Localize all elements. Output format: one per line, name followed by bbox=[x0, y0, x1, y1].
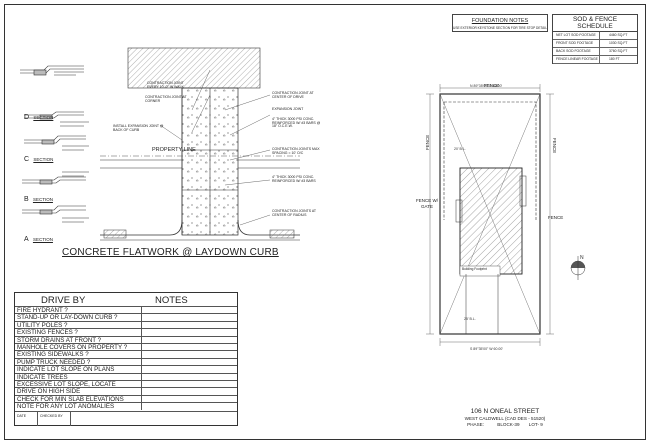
footer-date: DATE bbox=[17, 414, 27, 418]
fence-label-top: FENCE bbox=[484, 83, 500, 88]
drive-by-note-cell[interactable] bbox=[142, 313, 237, 320]
svg-text:N 89°35'00" E 60.00': N 89°35'00" E 60.00' bbox=[470, 84, 503, 88]
drive-by-note-cell[interactable] bbox=[142, 387, 237, 394]
phase-label: PHASE: bbox=[467, 422, 485, 427]
foundation-notes-title: FOUNDATION NOTES bbox=[471, 18, 529, 24]
fence-label-right-lower: FENCE bbox=[548, 215, 564, 220]
flatwork-note: 4" THICK 3000 PSI CONC. REINFORCED W/ #3… bbox=[272, 117, 321, 128]
flatwork-note: CONTRACTION JOINT EVERY 10'-0" IN WALK bbox=[147, 81, 184, 89]
flatwork-note: CONTRACTION JOINT AT CENTER OF DRIVE bbox=[272, 91, 314, 99]
flatwork-note: 4" THICK 3000 PSI CONC. REINFORCED W/ #3… bbox=[272, 175, 316, 183]
drive-by-note-cell[interactable] bbox=[142, 365, 237, 372]
street-address: 106 N ONEAL STREET bbox=[470, 408, 540, 415]
drive-by-note-cell[interactable] bbox=[142, 402, 237, 409]
property-line-label: PROPERTY LINE bbox=[152, 147, 196, 153]
drive-by-note-cell[interactable] bbox=[142, 335, 237, 343]
svg-text:25' B.L.: 25' B.L. bbox=[464, 317, 476, 321]
address-block: 106 N ONEAL STREET WEST CALDWELL (CAD DE… bbox=[430, 408, 580, 427]
sod-row-value: 1030 SQ.FT bbox=[609, 41, 628, 45]
sod-schedule-row: FENCE LINEAR FOOTAGE 180 FT bbox=[553, 56, 637, 64]
flatwork-note: EXPANSION JOINT bbox=[272, 107, 304, 111]
drive-by-note-cell[interactable] bbox=[142, 306, 237, 313]
footer-divider bbox=[70, 412, 71, 426]
section-label-b: B SECTION bbox=[24, 196, 53, 203]
flatwork-note: INSTALL EXPANSION JOINT @ BACK OF CURB bbox=[113, 124, 164, 132]
phase-block-lot: PHASE: BLOCK-39 LOT- 9 bbox=[430, 422, 580, 427]
flatwork-note: CONTRACTION JOINTS MAX SPACING = 10' O/C bbox=[272, 147, 320, 155]
flatwork-drawing bbox=[100, 47, 300, 241]
svg-text:S 89°35'00" W 60.00': S 89°35'00" W 60.00' bbox=[470, 347, 503, 351]
sod-row-divider bbox=[599, 40, 600, 47]
sod-row-divider bbox=[599, 48, 600, 55]
sod-row-divider bbox=[599, 56, 600, 63]
sod-row-label: BACK SOD FOOTAGE bbox=[556, 49, 591, 53]
sod-row-divider bbox=[599, 32, 600, 39]
section-label-c: C SECTION bbox=[24, 156, 54, 163]
drive-by-note-cell[interactable] bbox=[142, 394, 237, 402]
fence-gate-label: FENCE W/ GATE bbox=[416, 198, 438, 209]
section-details-drawing bbox=[20, 65, 89, 223]
drive-by-item: INDICATE LOT SLOPE ON PLANS bbox=[15, 365, 141, 373]
drive-by-header: DRIVE BY NOTES bbox=[15, 293, 237, 306]
flatwork-title: CONCRETE FLATWORK @ LAYDOWN CURB bbox=[62, 247, 279, 258]
drawing-sheet bbox=[4, 4, 646, 440]
drive-by-item: EXCESSIVE LOT SLOPE, LOCATE bbox=[15, 380, 141, 387]
drive-by-item: CHECK FOR MIN SLAB ELEVATIONS bbox=[15, 394, 141, 402]
sod-row-label: NET LOT SOD FOOTAGE bbox=[556, 33, 596, 37]
sod-row-value: 180 FT bbox=[609, 57, 620, 61]
drive-by-item: PUMP TRUCK NEEDED ? bbox=[15, 357, 141, 365]
footer-checked-by: CHECKED BY bbox=[40, 414, 63, 418]
fence-label-right: FENCE bbox=[552, 138, 557, 154]
subdivision: WEST CALDWELL (CAD DES - 51520) bbox=[464, 416, 546, 421]
drive-by-item: NOTE FOR ANY LOT ANOMALIES bbox=[15, 402, 141, 410]
drive-by-item: EXISTING FENCES ? bbox=[15, 328, 141, 336]
notes-title: NOTES bbox=[155, 295, 188, 306]
drive-by-item: MANHOLE COVERS ON PROPERTY ? bbox=[15, 343, 141, 350]
footer-divider bbox=[37, 412, 38, 426]
foundation-notes-box: FOUNDATION NOTES USE EXTERIOR KEYSTONE S… bbox=[452, 14, 548, 32]
drive-by-divider bbox=[141, 306, 142, 410]
svg-text:N: N bbox=[580, 255, 584, 261]
section-label-a: A SECTION bbox=[24, 236, 53, 243]
sod-row-value: 4460 SQ.FT bbox=[609, 33, 628, 37]
sod-schedule-rows: NET LOT SOD FOOTAGE 4460 SQ.FT FRONT SOD F… bbox=[553, 32, 637, 64]
svg-text:20' B.L.: 20' B.L. bbox=[454, 147, 466, 151]
block-label: BLOCK-39 bbox=[497, 422, 520, 427]
sod-schedule-title: SOD & FENCE SCHEDULE bbox=[553, 16, 637, 32]
lot-label: LOT- 9 bbox=[528, 422, 543, 427]
sod-fence-schedule: SOD & FENCE SCHEDULE NET LOT SOD FOOTAGE… bbox=[552, 14, 638, 64]
drive-by-item: UTILITY POLES ? bbox=[15, 320, 141, 328]
flatwork-note: CONTRACTION JOINTS AT CENTER OF RADIUS bbox=[272, 209, 317, 217]
drive-by-note-cell[interactable] bbox=[142, 350, 237, 357]
section-label-d: D SECTION bbox=[24, 114, 54, 121]
drive-by-footer: DATE CHECKED BY bbox=[15, 411, 237, 426]
drive-by-item: FIRE HYDRANT ? bbox=[15, 306, 141, 313]
sod-row-value: 3760 SQ.FT bbox=[609, 49, 628, 53]
drive-by-item: INDICATE TREES bbox=[15, 372, 141, 380]
drive-by-table: DRIVE BY NOTES FIRE HYDRANT ?STAND-UP OR… bbox=[14, 292, 238, 426]
drive-by-item: STAND-UP OR LAY-DOWN CURB ? bbox=[15, 313, 141, 321]
drive-by-note-cell[interactable] bbox=[142, 320, 237, 328]
drive-by-title: DRIVE BY bbox=[41, 295, 86, 306]
drive-by-item: STORM DRAINS AT FRONT ? bbox=[15, 335, 141, 343]
sod-row-label: FENCE LINEAR FOOTAGE bbox=[556, 57, 598, 61]
sod-schedule-row: FRONT SOD FOOTAGE 1030 SQ.FT bbox=[553, 40, 637, 48]
flatwork-note: CONTRACTION JOINT AT CORNER bbox=[145, 95, 187, 103]
drive-by-note-cell[interactable] bbox=[142, 380, 237, 387]
drive-by-item: EXISTING SIDEWALKS ? bbox=[15, 350, 141, 358]
site-plan-drawing: N 89°35'00" E 60.00' S 89°35'00" W 60.00… bbox=[426, 84, 586, 351]
drive-by-note-cell[interactable] bbox=[142, 343, 237, 350]
drive-by-note-cell[interactable] bbox=[142, 372, 237, 380]
drive-by-item: DRIVE ON HIGH SIDE bbox=[15, 387, 141, 395]
foundation-notes-subtitle: USE EXTERIOR KEYSTONE SECTION FOR TIRE S… bbox=[453, 26, 547, 30]
drive-by-note-cell[interactable] bbox=[142, 328, 237, 335]
building-footprint-label: Building Footprint bbox=[462, 267, 487, 271]
drive-by-note-cell[interactable] bbox=[142, 357, 237, 365]
sod-schedule-row: BACK SOD FOOTAGE 3760 SQ.FT bbox=[553, 48, 637, 56]
sod-row-label: FRONT SOD FOOTAGE bbox=[556, 41, 594, 45]
sod-schedule-row: NET LOT SOD FOOTAGE 4460 SQ.FT bbox=[553, 32, 637, 40]
fence-label-left: FENCE bbox=[425, 134, 430, 150]
